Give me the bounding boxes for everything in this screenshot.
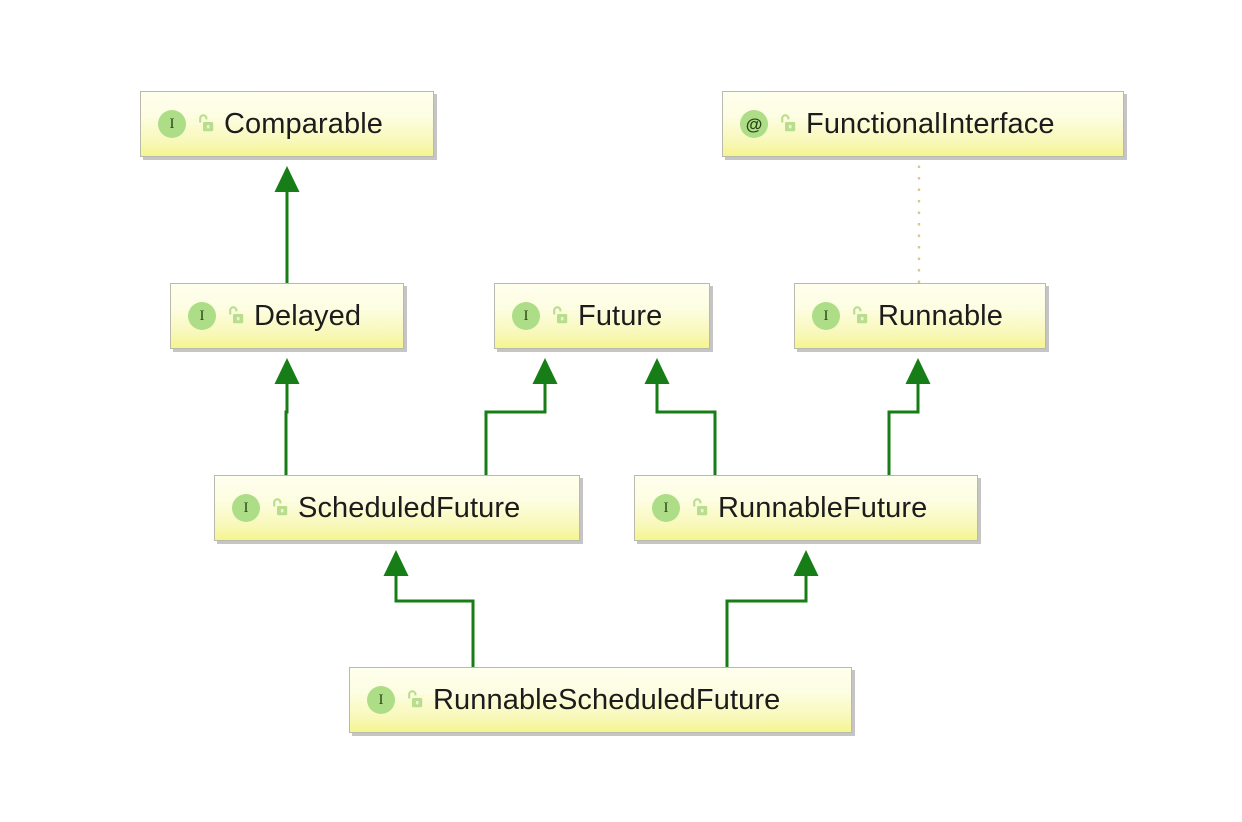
interface-badge-icon: I bbox=[158, 110, 186, 138]
uml-node-label: RunnableScheduledFuture bbox=[433, 683, 781, 716]
interface-badge-icon: I bbox=[652, 494, 680, 522]
edge-line bbox=[725, 574, 808, 667]
uml-node-label: Delayed bbox=[254, 299, 362, 332]
edge-line bbox=[887, 382, 920, 475]
unlocked-padlock-icon bbox=[691, 497, 709, 519]
interface-badge-icon: I bbox=[512, 302, 540, 330]
unlocked-padlock-icon bbox=[551, 305, 569, 327]
interface-badge-icon: I bbox=[188, 302, 216, 330]
generalization-arrowhead-icon bbox=[383, 550, 409, 576]
unlocked-padlock-icon bbox=[197, 113, 215, 135]
edge-line bbox=[484, 382, 547, 475]
edge-line bbox=[284, 382, 289, 475]
uml-node-label: RunnableFuture bbox=[718, 491, 928, 524]
generalization-arrowhead-icon bbox=[793, 550, 819, 576]
uml-node-functional-interface[interactable]: @ FunctionalInterface bbox=[722, 91, 1124, 157]
uml-node-label: Future bbox=[578, 299, 663, 332]
uml-node-label: FunctionalInterface bbox=[806, 107, 1055, 140]
uml-node-comparable[interactable]: I Comparable bbox=[140, 91, 434, 157]
uml-node-scheduled-future[interactable]: I ScheduledFuture bbox=[214, 475, 580, 541]
interface-badge-icon: I bbox=[367, 686, 395, 714]
edge-line bbox=[655, 382, 717, 475]
unlocked-padlock-icon bbox=[406, 689, 424, 711]
generalization-arrowhead-icon bbox=[532, 358, 558, 384]
uml-node-runnable[interactable]: I Runnable bbox=[794, 283, 1046, 349]
generalization-arrowhead-icon bbox=[644, 358, 670, 384]
uml-node-label: Runnable bbox=[878, 299, 1003, 332]
uml-node-label: ScheduledFuture bbox=[298, 491, 521, 524]
unlocked-padlock-icon bbox=[851, 305, 869, 327]
uml-node-delayed[interactable]: I Delayed bbox=[170, 283, 404, 349]
generalization-arrowhead-icon bbox=[274, 166, 300, 192]
unlocked-padlock-icon bbox=[227, 305, 245, 327]
interface-badge-icon: I bbox=[232, 494, 260, 522]
edge-line bbox=[394, 574, 475, 667]
annotation-badge-icon: @ bbox=[740, 110, 768, 138]
unlocked-padlock-icon bbox=[779, 113, 797, 135]
uml-node-future[interactable]: I Future bbox=[494, 283, 710, 349]
uml-node-runnable-scheduled-future[interactable]: I RunnableScheduledFuture bbox=[349, 667, 852, 733]
generalization-arrowhead-icon bbox=[905, 358, 931, 384]
generalization-arrowhead-icon bbox=[274, 358, 300, 384]
uml-node-label: Comparable bbox=[224, 107, 383, 140]
interface-badge-icon: I bbox=[812, 302, 840, 330]
unlocked-padlock-icon bbox=[271, 497, 289, 519]
uml-node-runnable-future[interactable]: I RunnableFuture bbox=[634, 475, 978, 541]
